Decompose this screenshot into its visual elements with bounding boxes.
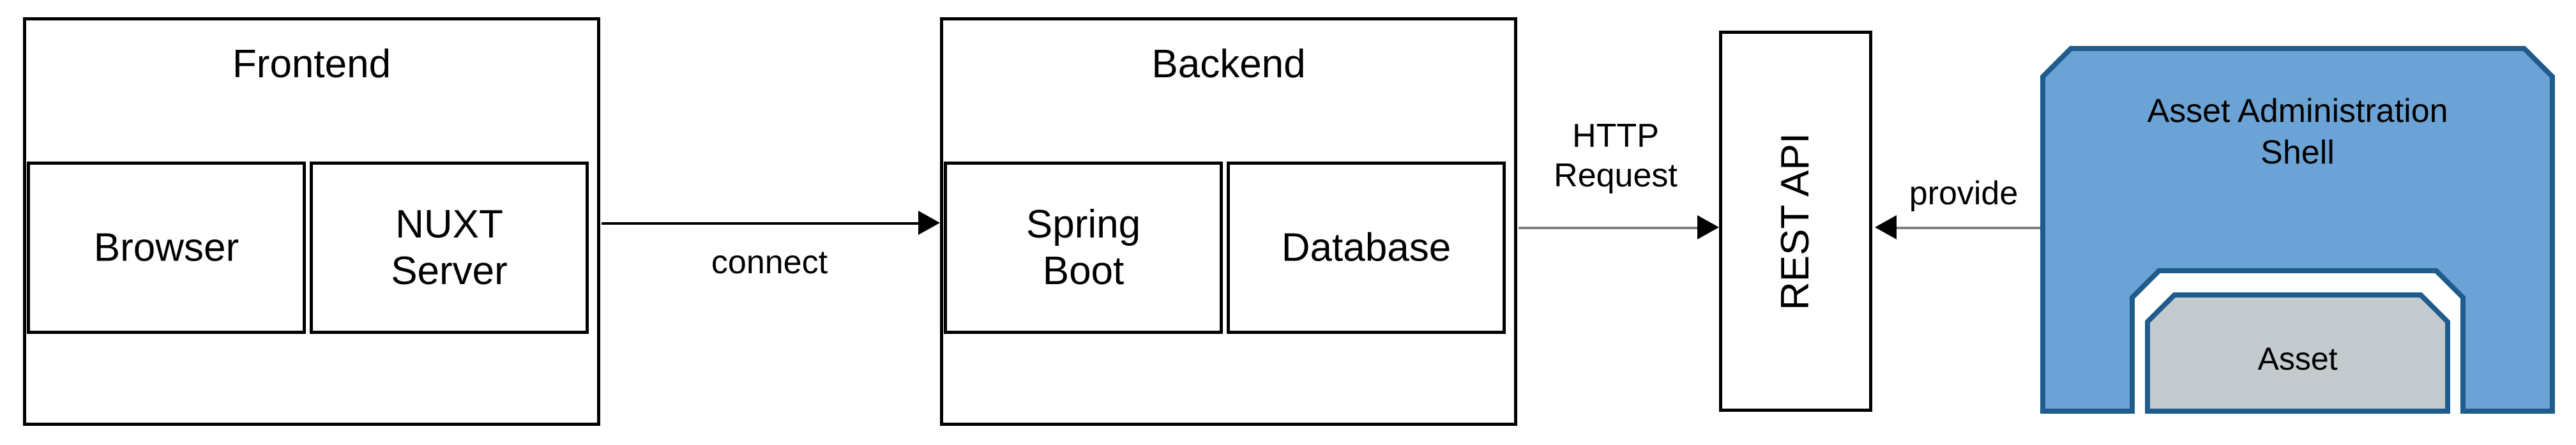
browser-label: Browser: [93, 225, 239, 270]
spring-boot-box[interactable]: Spring Boot: [944, 162, 1223, 334]
provide-label: provide: [1909, 175, 2019, 212]
backend-container[interactable]: Backend Spring Boot Database: [940, 17, 1517, 426]
frontend-container[interactable]: Frontend Browser NUXT Server: [23, 17, 600, 426]
aas-shape-svg: [2040, 46, 2555, 414]
database-box[interactable]: Database: [1227, 162, 1506, 334]
http-request-connector-line: [1519, 227, 1699, 229]
connect-label: connect: [711, 244, 828, 281]
connect-connector-line: [602, 222, 920, 225]
asset-outline-path: [2145, 292, 2450, 414]
frontend-title: Frontend: [232, 42, 391, 86]
asset-administration-shell-shape[interactable]: Asset Administration Shell Asset: [2040, 46, 2555, 414]
http-request-label: HTTP Request: [1554, 117, 1678, 195]
provide-arrow-head: [1875, 215, 1897, 239]
nuxt-server-label: NUXT Server: [391, 202, 508, 293]
database-label: Database: [1281, 225, 1451, 270]
spring-boot-label: Spring Boot: [1026, 202, 1141, 293]
browser-box[interactable]: Browser: [27, 162, 306, 334]
connect-arrow-head: [918, 211, 940, 235]
provide-connector-line: [1897, 227, 2042, 229]
rest-api-box[interactable]: REST API: [1719, 31, 1872, 412]
nuxt-server-box[interactable]: NUXT Server: [310, 162, 589, 334]
http-request-arrow-head: [1697, 215, 1719, 239]
rest-api-label: REST API: [1773, 132, 1817, 310]
aas-outline-path: [2040, 46, 2555, 414]
backend-title: Backend: [1151, 42, 1306, 86]
